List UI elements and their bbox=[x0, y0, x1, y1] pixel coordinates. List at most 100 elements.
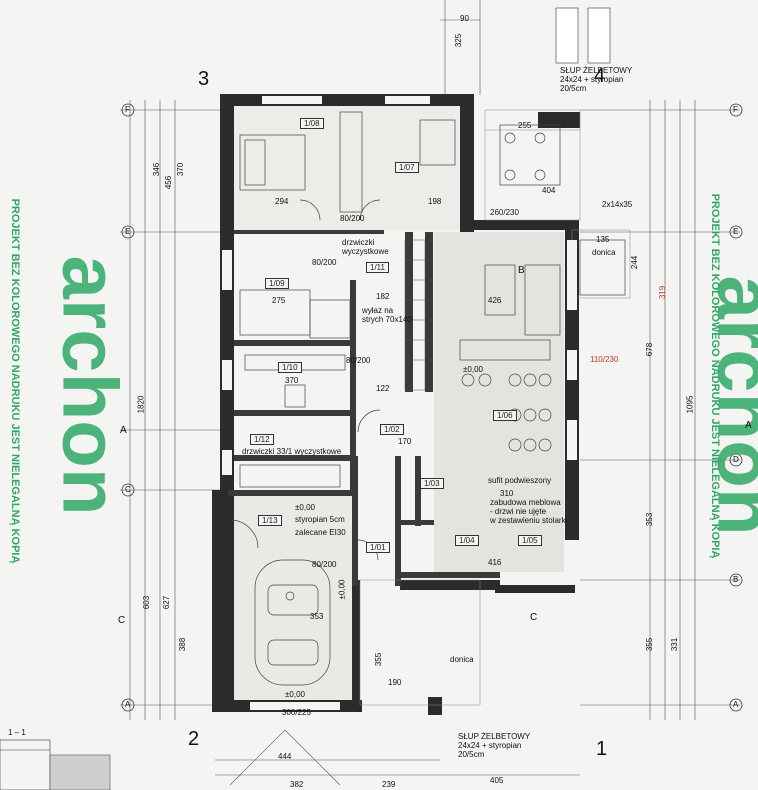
dim-1095: 1095 bbox=[685, 395, 695, 414]
dim-382: 382 bbox=[290, 780, 304, 789]
section-mark-a-left: A bbox=[120, 425, 127, 436]
dim-198: 198 bbox=[428, 197, 442, 206]
section-mark-c-left: C bbox=[118, 615, 126, 626]
dim-182: 182 bbox=[376, 292, 390, 301]
level-garage: ±0,00 bbox=[285, 690, 305, 699]
dim-1820: 1820 bbox=[136, 395, 146, 414]
column-details bbox=[555, 7, 611, 64]
room-tag-1-02: 1/02 bbox=[380, 424, 404, 435]
dim-80-200-a: 80/200 bbox=[340, 214, 365, 223]
room-area-1-09: 275 bbox=[272, 296, 286, 305]
axis-letter-c-left: C bbox=[125, 485, 131, 494]
section-mark-b: B bbox=[518, 265, 525, 276]
axis-letter-d-right: D bbox=[733, 455, 739, 464]
room-area-1-02: 170 bbox=[398, 437, 412, 446]
entrance-ramp bbox=[229, 729, 341, 786]
axis-letter-f-left: F bbox=[125, 105, 130, 114]
dim-80-200-c: 80/200 bbox=[346, 356, 371, 365]
dim-405: 405 bbox=[490, 776, 504, 785]
dim-255: 255 bbox=[518, 121, 532, 130]
corner-label-2: 2 bbox=[188, 728, 200, 750]
level-living: ±0,00 bbox=[463, 365, 483, 374]
garage-shading bbox=[234, 496, 352, 700]
note-column-top: SŁUP ŻELBETOWY 24x24 + styropian 20/5cm bbox=[560, 66, 633, 93]
dim-603: 603 bbox=[142, 595, 152, 610]
dim-110-230: 110/230 bbox=[590, 355, 619, 364]
archon-logo-left: archon bbox=[46, 255, 135, 516]
dim-388: 388 bbox=[178, 637, 188, 652]
stair-hatching bbox=[404, 239, 426, 391]
dim-260-230: 260/230 bbox=[490, 208, 519, 217]
note-doors-excluded: - drzwi nie ujęte bbox=[490, 507, 547, 516]
note-built-in: zabudowa meblowa bbox=[490, 498, 561, 507]
dim-370-left: 370 bbox=[176, 162, 186, 177]
dimension-lines-horizontal bbox=[215, 0, 580, 776]
dim-300-225: 300/225 bbox=[282, 708, 311, 717]
section-mark-a-right: A bbox=[745, 420, 752, 431]
note-planter-right: donica bbox=[592, 248, 616, 257]
dim-90-top: 90 bbox=[460, 14, 469, 23]
dim-353-garage: 353 bbox=[310, 612, 324, 621]
room-tag-1-11: 1/11 bbox=[366, 262, 389, 273]
axis-letter-e-right: E bbox=[733, 227, 739, 236]
room-tag-1-07: 1/07 bbox=[395, 162, 419, 173]
windows bbox=[222, 96, 577, 710]
dim-80-200-b: 80/200 bbox=[312, 258, 337, 267]
note-attic-hatch: wyłaz na strych 70x140 bbox=[362, 306, 412, 324]
dim-190: 190 bbox=[388, 678, 402, 687]
dimension-lines-left bbox=[120, 100, 230, 720]
room-tag-1-04: 1/04 bbox=[455, 535, 479, 546]
room-tag-1-08: 1/08 bbox=[300, 118, 324, 129]
room-tag-1-10: 1/10 bbox=[278, 362, 302, 373]
dimension-lines-right bbox=[580, 100, 740, 720]
dim-239: 239 bbox=[382, 780, 396, 789]
dim-346-left: 346 bbox=[152, 162, 162, 177]
axis-letter-a-right: A bbox=[733, 700, 739, 709]
level-hall: ±0,00 bbox=[337, 579, 347, 600]
note-cleanout-door: drzwiczki wyczystkowe bbox=[342, 238, 389, 256]
room-tag-1-12: 1/12 bbox=[250, 434, 274, 445]
note-recommended: zalecane EI30 bbox=[295, 528, 346, 537]
axis-markers bbox=[121, 103, 743, 712]
axis-letter-e-left: E bbox=[125, 227, 131, 236]
dim-355-hall: 355 bbox=[374, 652, 384, 667]
axis-letter-b-right: B bbox=[733, 575, 739, 584]
dim-135: 135 bbox=[596, 235, 610, 244]
room-tag-1-13: 1/13 bbox=[258, 515, 282, 526]
note-suspended-ceiling: sufit podwieszony bbox=[488, 476, 552, 485]
room-area-1-10: 370 bbox=[285, 376, 299, 385]
note-styrofoam: styropian 5cm bbox=[295, 515, 345, 524]
dim-416: 416 bbox=[488, 558, 502, 567]
note-planter-bottom: donica bbox=[450, 655, 474, 664]
dim-355-right: 355 bbox=[645, 637, 655, 652]
note-joinery: w zestawieniu stolarki bbox=[490, 516, 568, 525]
copy-notice-right: PROJEKT BEZ KOLOROWEGO NADRUKU JEST NIEL… bbox=[709, 193, 721, 559]
axis-letter-f-right: F bbox=[733, 105, 738, 114]
dim-310: 310 bbox=[500, 489, 514, 498]
dim-80-200-d: 80/200 bbox=[312, 560, 337, 569]
dim-456: 456 bbox=[164, 175, 174, 190]
room-tag-1-09: 1/09 bbox=[265, 278, 289, 289]
dim-294: 294 bbox=[275, 197, 289, 206]
dim-426: 426 bbox=[488, 296, 502, 305]
dim-444: 444 bbox=[278, 752, 292, 761]
dim-627: 627 bbox=[162, 595, 172, 610]
furniture bbox=[229, 111, 626, 686]
dim-244: 244 bbox=[630, 255, 640, 270]
corner-label-3: 3 bbox=[198, 68, 210, 90]
dim-353-right: 353 bbox=[645, 512, 655, 527]
section-detail bbox=[0, 739, 111, 790]
dim-325: 325 bbox=[454, 33, 464, 48]
note-column-bottom: SŁUP ŻELBETOWY 24x24 + styropian 20/5cm bbox=[458, 732, 531, 759]
note-cleanout-door-2: drzwiczki 33/1 wyczystkowe bbox=[242, 447, 342, 456]
room-tag-1-01: 1/01 bbox=[366, 542, 390, 553]
room-tag-1-05: 1/05 bbox=[518, 535, 542, 546]
axis-letter-a-left: A bbox=[125, 700, 131, 709]
copy-notice-left: PROJEKT BEZ KOLOROWEGO NADRUKU JEST NIEL… bbox=[9, 198, 21, 564]
section-label-1-1: 1 – 1 bbox=[8, 728, 26, 737]
dim-678: 678 bbox=[645, 342, 655, 357]
level-entrance: ±0,00 bbox=[295, 503, 315, 512]
dim-319: 319 bbox=[658, 285, 668, 300]
dim-2x14x35: 2x14x35 bbox=[602, 200, 633, 209]
